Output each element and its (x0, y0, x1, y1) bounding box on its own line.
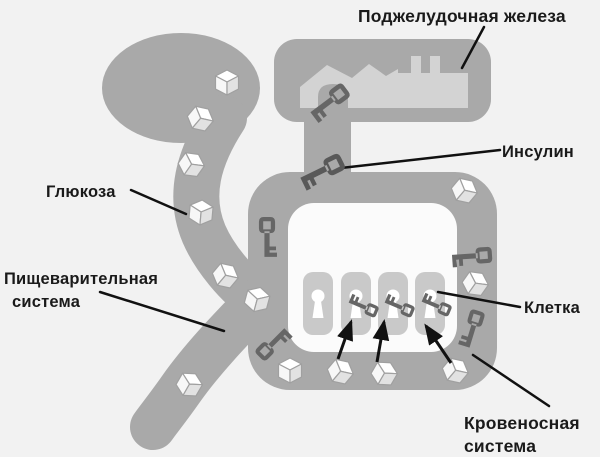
glucose-entry-arrows (336, 319, 453, 364)
glucose-cube-icon (277, 357, 303, 384)
glucose-entry-arrow (424, 323, 453, 364)
digestive-system-shape (102, 33, 282, 450)
cell-receptor-keyhole-icon (311, 289, 325, 318)
pointer-lines (98, 25, 551, 408)
label-digestive-line1: Пищеварительная (4, 270, 158, 288)
glucose-entry-arrow (336, 319, 353, 360)
label-insulin: Инсулин (502, 143, 574, 161)
pointer-line-glucose (129, 188, 188, 216)
intestine-tube-lower (130, 277, 282, 450)
label-glucose: Глюкоза (46, 183, 116, 201)
pointer-line-pancreas (460, 25, 486, 70)
glucose-entry-arrow (372, 319, 390, 363)
pointer-line-insulin (339, 148, 502, 170)
label-digestive-line2: система (12, 293, 81, 311)
label-pancreas: Поджелудочная железа (358, 6, 566, 26)
label-cell: Клетка (524, 299, 581, 317)
pointer-line-blood (471, 353, 551, 408)
intestine-tube-upper (173, 95, 282, 323)
label-blood-line1: Кровеносная (464, 413, 580, 433)
glucose-cube-icon (214, 69, 240, 96)
pointer-line-cell (436, 290, 522, 309)
label-blood-line2: система (464, 436, 536, 456)
pointer-line-digestive (98, 290, 226, 333)
